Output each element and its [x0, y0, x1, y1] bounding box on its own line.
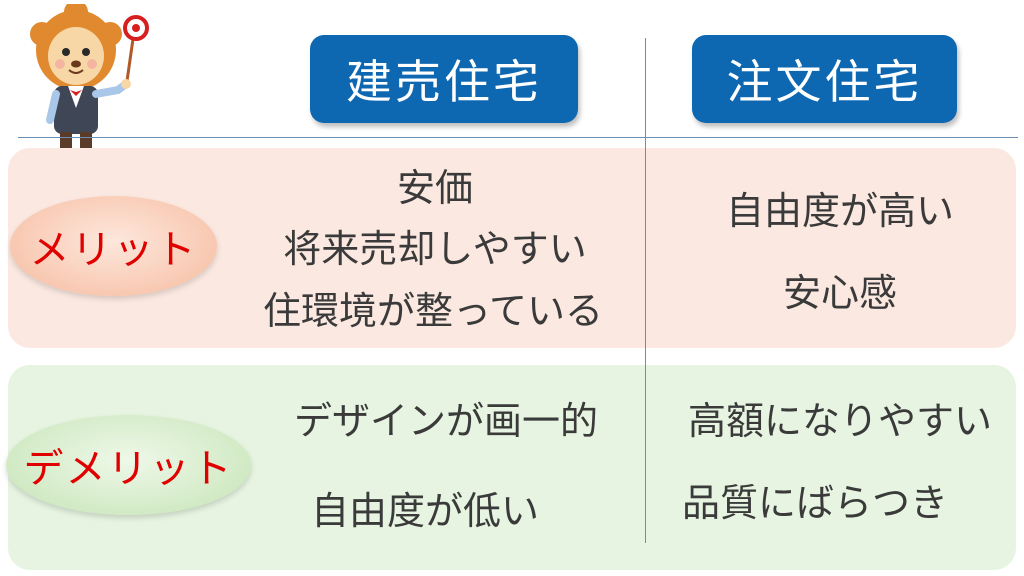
header-divider-line [18, 137, 1018, 138]
column-divider-line [645, 38, 646, 543]
merit-col2-item: 安心感 [782, 271, 897, 315]
header-chumon-jutaku: 注文住宅 [692, 35, 957, 123]
demerit-col2-item: 品質にばらつき [681, 481, 948, 525]
demerit-label: デメリット [6, 415, 251, 515]
demerit-col1-item: 自由度が低い [310, 489, 539, 533]
demerit-col2-item: 高額になりやすい [687, 399, 992, 443]
header-tateuri-jutaku: 建売住宅 [310, 35, 578, 123]
merit-col1-item: 安価 [396, 166, 473, 210]
lion-mascot-icon [30, 4, 149, 158]
merit-col2-item: 自由度が高い [725, 189, 954, 233]
merit-label: メリット [10, 196, 217, 296]
demerit-col1-item: デザインが画一的 [293, 399, 598, 443]
merit-col1-item: 将来売却しやすい [283, 227, 587, 271]
merit-col1-item: 住環境が整っている [262, 289, 604, 333]
